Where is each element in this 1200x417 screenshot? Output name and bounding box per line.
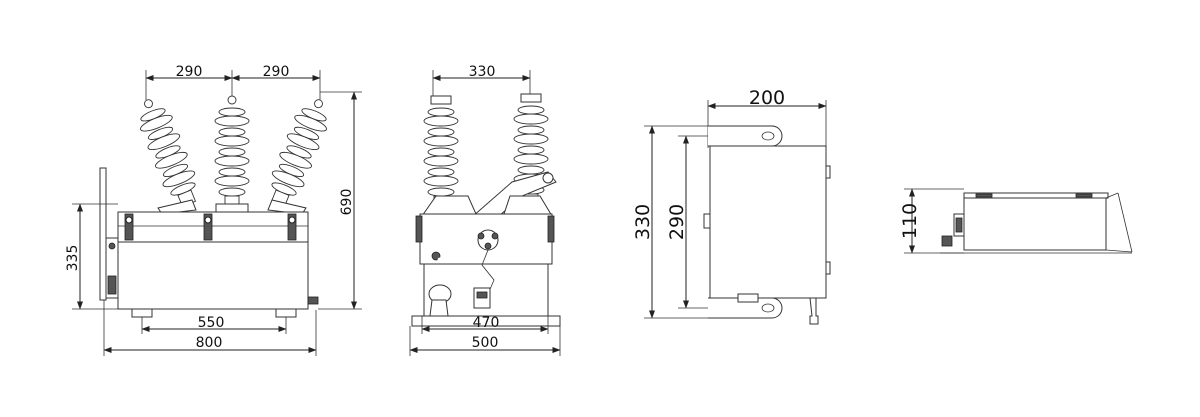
side-dim-330: 330 <box>469 64 496 80</box>
front-dim-690: 690 <box>339 189 355 216</box>
box-dim-330: 330 <box>632 204 654 240</box>
front-dim-290-right: 290 <box>263 64 290 80</box>
front-dim-top: 290 290 <box>145 64 321 100</box>
box-dim-200: 200 <box>749 87 785 109</box>
flat-dim-110: 110 <box>899 203 921 239</box>
side-view: 330 <box>409 64 561 356</box>
front-insulator-right <box>261 99 332 211</box>
front-dim-290-left: 290 <box>176 64 203 80</box>
front-dim-335: 335 <box>65 245 81 272</box>
side-dim-500: 500 <box>472 335 499 351</box>
side-mechanism <box>477 229 499 295</box>
side-insulator-right <box>513 93 549 207</box>
side-dim-470: 470 <box>473 315 500 331</box>
front-insulator-center <box>214 95 250 209</box>
box-view: 200 330 290 <box>632 87 831 325</box>
box-dim-290: 290 <box>666 204 688 240</box>
front-view: 290 290 <box>65 64 362 356</box>
front-dim-550: 550 <box>198 315 225 331</box>
front-bolts <box>124 213 297 241</box>
side-insulator-left <box>423 95 459 209</box>
flat-view: 110 <box>899 188 1133 254</box>
front-dim-800: 800 <box>196 335 223 351</box>
front-insulator-left <box>135 99 206 211</box>
